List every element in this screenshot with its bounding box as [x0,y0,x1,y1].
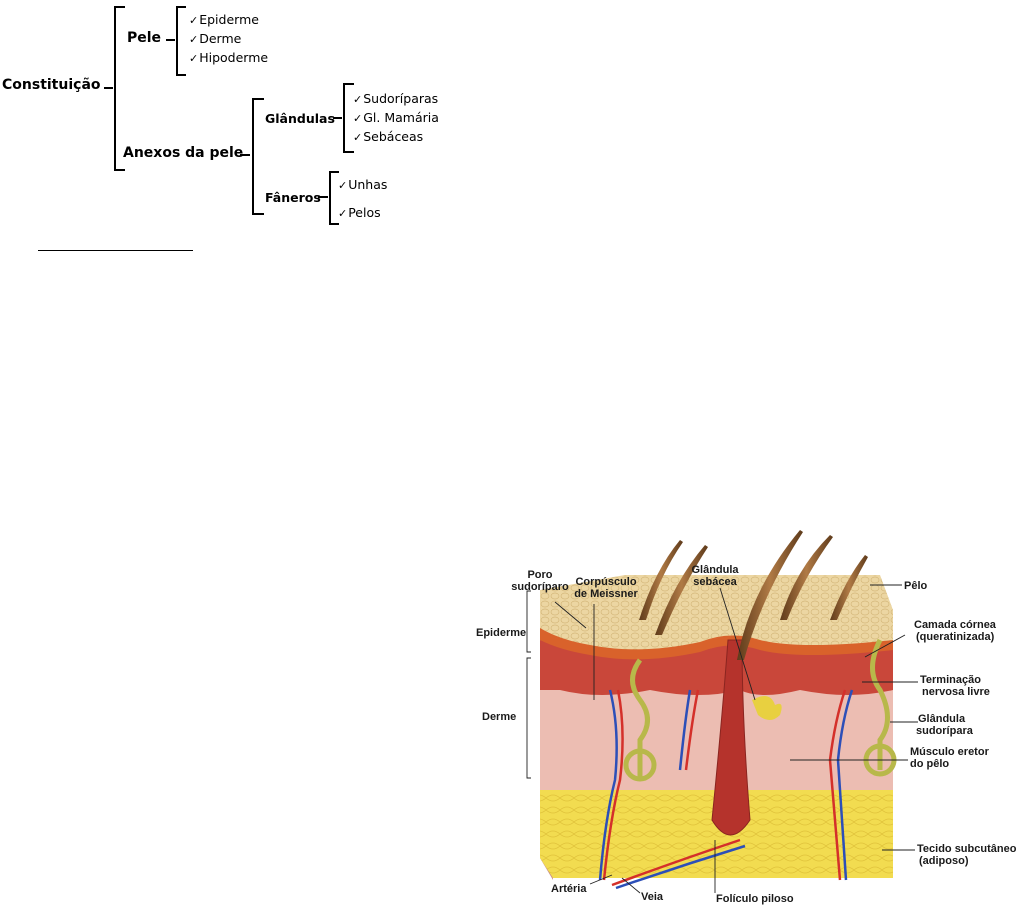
leaf-gl-mamaria: ✓Gl. Mamária [353,110,439,125]
anexos-bracket [240,98,264,215]
label-corpusculo-2: de Meissner [574,588,638,600]
label-glandula-sebacea-1: Glândula [691,564,739,576]
leaf-derme: ✓Derme [189,31,242,46]
sebaceous-gland [752,696,782,720]
root-label: Constituição [2,77,101,93]
glandulas-bracket [333,83,354,153]
check-icon: ✓ [353,112,363,125]
label-epiderme: Epiderme [476,627,526,639]
label-tecido-subcutaneo-1: Tecido subcutâneo [917,843,1017,855]
pele-bracket [166,6,186,76]
check-icon: ✓ [338,179,348,192]
check-icon: ✓ [338,207,348,220]
leaf-hipoderme: ✓Hipoderme [189,50,269,65]
label-glandula-sebacea-2: sebácea [693,576,737,588]
leaf-unhas: ✓Unhas [338,177,388,192]
faneros-bracket [318,171,339,225]
check-icon: ✓ [189,52,199,65]
label-foliculo-piloso: Folículo piloso [716,893,794,905]
leaf-epiderme: ✓Epiderme [189,12,259,27]
label-musculo-eretor-1: Músculo eretor [910,746,990,758]
label-arteria: Artéria [551,883,587,895]
label-corpusculo-1: Corpúsculo [575,576,636,588]
hair-follicle [711,639,751,836]
label-glandula-sudoripara-2: sudorípara [916,725,974,737]
skin-cross-section-diagram: Poro sudoríparo Corpúsculo de Meissner G… [476,530,1017,905]
label-camada-cornea-1: Camada córnea [914,619,997,631]
label-veia: Veia [641,891,664,903]
concept-map-brackets [104,6,354,225]
check-icon: ✓ [353,93,363,106]
check-icon: ✓ [189,33,199,46]
label-musculo-eretor-2: do pêlo [910,758,949,770]
blood-vessels [598,689,854,890]
label-terminacao-1: Terminação [920,674,981,686]
label-poro-sudoriparo-1: Poro [527,569,552,581]
root-bracket [104,6,125,171]
dermis-bracket [526,657,531,779]
label-glandula-sudoripara-1: Glândula [918,713,966,725]
branch-pele: Pele [127,30,162,46]
hairs [639,530,868,660]
branch-faneros: Fâneros [265,190,321,205]
leader-lines [554,584,918,894]
label-derme: Derme [482,711,516,723]
label-poro-sudoriparo-2: sudoríparo [511,581,569,593]
label-terminacao-2: nervosa livre [922,686,990,698]
check-icon: ✓ [353,131,363,144]
branch-glandulas: Glândulas [265,111,335,126]
leaf-sebaceas: ✓Sebáceas [353,129,424,144]
check-icon: ✓ [189,14,199,27]
leaf-pelos: ✓Pelos [338,205,381,220]
epidermis-surface [540,575,893,650]
footnote-separator [38,250,193,251]
label-tecido-subcutaneo-2: (adiposo) [919,855,969,867]
epidermis-bracket [526,590,531,653]
label-pelo: Pêlo [904,580,928,592]
label-camada-cornea-2: (queratinizada) [916,631,995,643]
subcutaneous-layer [540,780,893,878]
leaf-sudoriparas: ✓Sudoríparas [353,91,439,106]
branch-anexos-da-pele: Anexos da pele [123,145,244,161]
